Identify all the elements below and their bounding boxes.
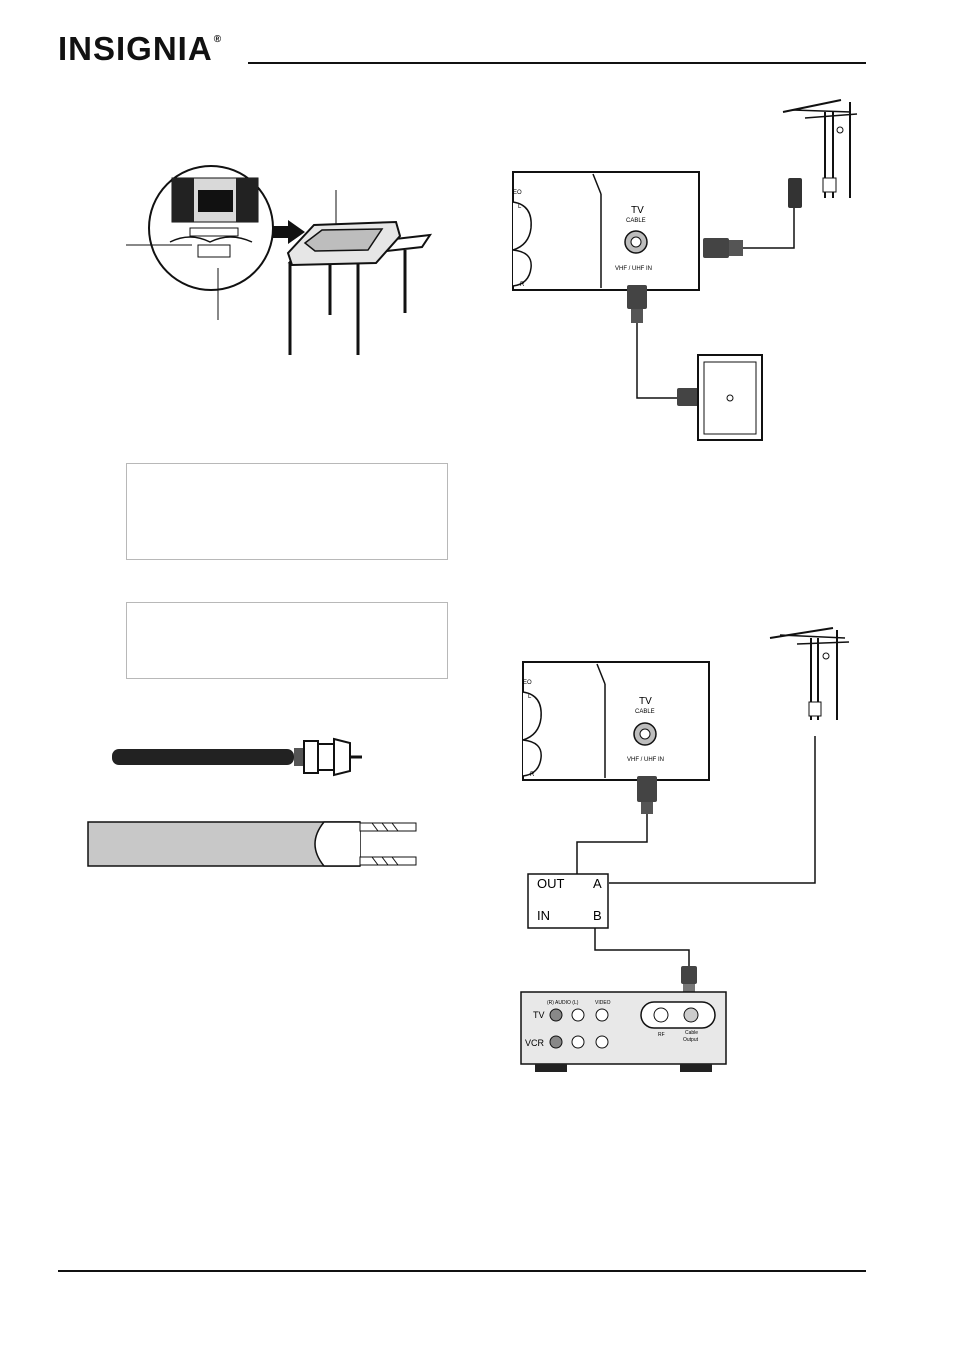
wall-cable xyxy=(636,323,677,399)
cable-output-label: Output xyxy=(683,1037,699,1043)
box-cable xyxy=(594,928,690,966)
note-box xyxy=(126,602,448,679)
note-box xyxy=(126,463,448,560)
coax-plug-icon xyxy=(637,776,657,814)
coax-plug-icon xyxy=(681,966,697,994)
footer-rule xyxy=(58,1270,866,1272)
arrow-icon xyxy=(266,220,305,244)
input-label: VHF / UHF IN xyxy=(627,757,664,763)
antenna-icon xyxy=(769,627,850,720)
tv-label: TV xyxy=(631,205,644,216)
side-label-r: R xyxy=(520,282,525,288)
side-label-r: R xyxy=(530,772,535,778)
insignia-logo: INSIGNIA® xyxy=(58,30,222,68)
tv-label: TV xyxy=(639,696,652,707)
switch-in-label: IN xyxy=(537,908,550,923)
tv-back-panel xyxy=(522,661,710,781)
stand-mount-illustration xyxy=(126,165,433,355)
cable-output-label: Cable xyxy=(685,1030,698,1036)
logo-text: INSIGNIA xyxy=(58,30,213,67)
antenna-cable xyxy=(609,736,816,884)
registered-mark: ® xyxy=(213,34,223,45)
coaxial-cable-illustration xyxy=(112,737,362,777)
tv-back-panel xyxy=(512,171,700,291)
switch-out-label: OUT xyxy=(537,876,565,891)
ab-switch xyxy=(527,873,609,929)
tv-face-down-illustration xyxy=(286,220,402,267)
input-label: VHF / UHF IN xyxy=(615,266,652,272)
row-tv-label: TV xyxy=(533,1010,545,1020)
switch-b-label: B xyxy=(593,908,602,923)
coax-plug-icon xyxy=(703,238,743,258)
antenna-cable xyxy=(743,208,795,249)
side-label-l: L xyxy=(518,204,522,210)
antenna-icon xyxy=(782,99,858,198)
zoom-circle xyxy=(148,165,274,291)
antenna-plug-icon xyxy=(788,178,802,208)
coax-plug-icon xyxy=(627,285,647,323)
rf-label: RF xyxy=(658,1032,665,1038)
twin-lead-cable-illustration xyxy=(87,821,417,867)
side-label-l: L xyxy=(528,694,532,700)
antenna-connection-diagram: EO L R TV CABLE VHF / UHF IN xyxy=(512,99,858,441)
side-label: EO xyxy=(523,680,532,686)
cable-label: CABLE xyxy=(626,218,646,224)
side-label: EO xyxy=(513,190,522,196)
audio-header: (R) AUDIO (L) xyxy=(547,1000,579,1006)
video-header: VIDEO xyxy=(595,1000,611,1006)
header-rule xyxy=(248,62,866,64)
cable-label: CABLE xyxy=(635,709,655,715)
splitter-connection-diagram: EO L R TV CABLE VHF / UHF IN OUT A IN B … xyxy=(520,627,850,1072)
switch-a-label: A xyxy=(593,876,602,891)
tv-cable xyxy=(576,814,648,874)
row-vcr-label: VCR xyxy=(525,1038,545,1048)
